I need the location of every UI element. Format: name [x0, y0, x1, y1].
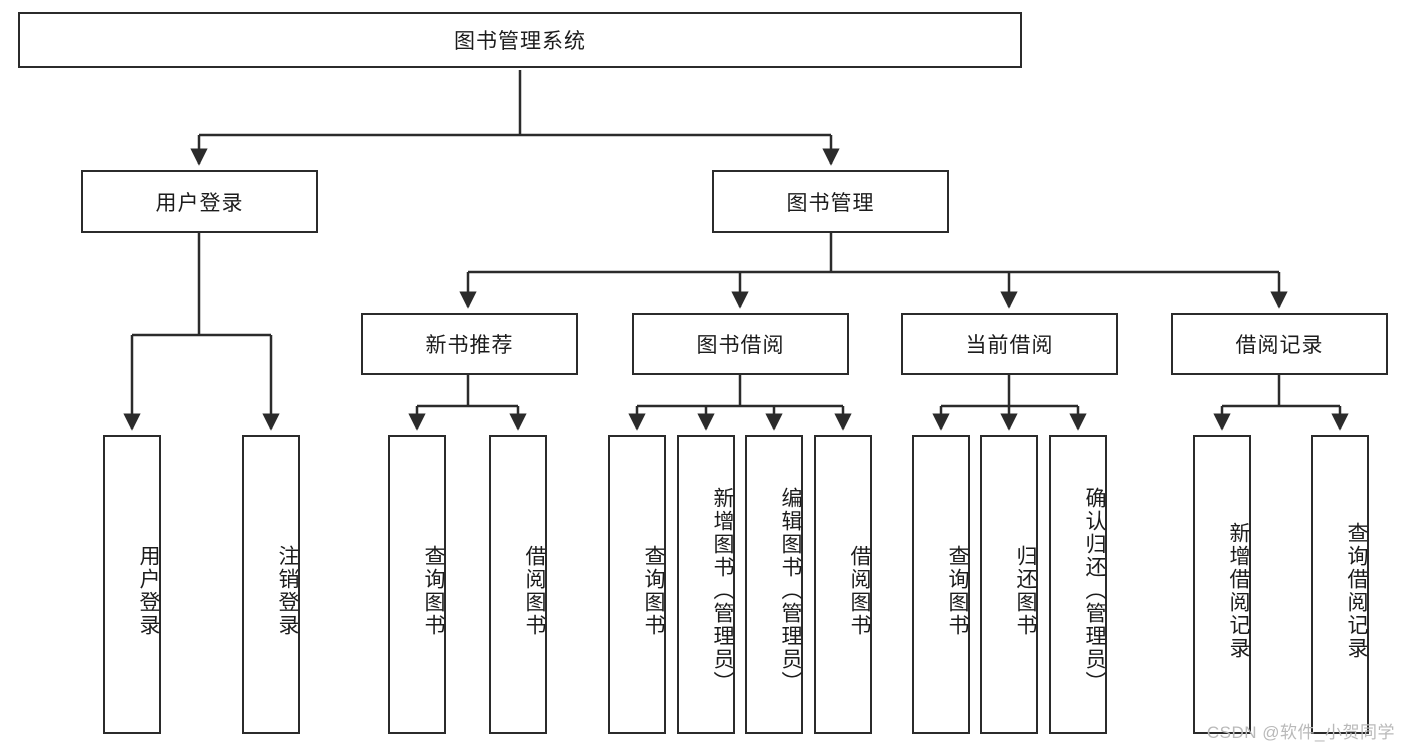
leaf-query-books-borrow[interactable]: 查询图书 — [608, 435, 666, 734]
leaf-borrow-books-borrow-label: 借阅图书 — [848, 544, 871, 637]
node-book-management[interactable]: 图书管理 — [712, 170, 949, 233]
leaf-query-books-newbook-label: 查询图书 — [422, 544, 445, 637]
leaf-add-borrow-record-label: 新增借阅记录 — [1227, 521, 1250, 660]
leaf-confirm-return-admin-label: 确认归还（管理员） — [1083, 487, 1106, 694]
node-user-login[interactable]: 用户登录 — [81, 170, 318, 233]
node-new-book-recommend[interactable]: 新书推荐 — [361, 313, 578, 375]
leaf-query-books-current-label: 查询图书 — [946, 544, 969, 637]
leaf-add-borrow-record[interactable]: 新增借阅记录 — [1193, 435, 1251, 734]
leaf-query-books-current[interactable]: 查询图书 — [912, 435, 970, 734]
node-root-label: 图书管理系统 — [454, 30, 586, 53]
node-current-borrow[interactable]: 当前借阅 — [901, 313, 1118, 375]
leaf-add-book-admin-label: 新增图书（管理员） — [711, 487, 734, 694]
leaf-user-login[interactable]: 用户登录 — [103, 435, 161, 734]
leaf-borrow-books-borrow[interactable]: 借阅图书 — [814, 435, 872, 734]
leaf-query-borrow-record[interactable]: 查询借阅记录 — [1311, 435, 1369, 734]
leaf-query-books-borrow-label: 查询图书 — [642, 544, 665, 637]
node-book-borrow-label: 图书借阅 — [696, 334, 785, 357]
leaf-borrow-books-newbook[interactable]: 借阅图书 — [489, 435, 547, 734]
leaf-borrow-books-newbook-label: 借阅图书 — [523, 544, 546, 637]
node-user-login-label: 用户登录 — [155, 191, 244, 215]
node-borrow-records-label: 借阅记录 — [1235, 334, 1324, 357]
leaf-return-books-label: 归还图书 — [1014, 544, 1037, 637]
leaf-logout-label: 注销登录 — [276, 544, 299, 637]
leaf-add-book-admin[interactable]: 新增图书（管理员） — [677, 435, 735, 734]
node-book-borrow[interactable]: 图书借阅 — [632, 313, 849, 375]
leaf-user-login-label: 用户登录 — [137, 544, 160, 637]
node-new-book-recommend-label: 新书推荐 — [425, 334, 514, 357]
node-borrow-records[interactable]: 借阅记录 — [1171, 313, 1388, 375]
leaf-query-borrow-record-label: 查询借阅记录 — [1345, 521, 1368, 660]
leaf-edit-book-admin-label: 编辑图书（管理员） — [779, 487, 802, 694]
node-book-management-label: 图书管理 — [786, 191, 875, 215]
leaf-confirm-return-admin[interactable]: 确认归还（管理员） — [1049, 435, 1107, 734]
leaf-edit-book-admin[interactable]: 编辑图书（管理员） — [745, 435, 803, 734]
node-root[interactable]: 图书管理系统 — [18, 12, 1022, 68]
leaf-logout[interactable]: 注销登录 — [242, 435, 300, 734]
leaf-query-books-newbook[interactable]: 查询图书 — [388, 435, 446, 734]
leaf-return-books[interactable]: 归还图书 — [980, 435, 1038, 734]
node-current-borrow-label: 当前借阅 — [965, 334, 1054, 357]
